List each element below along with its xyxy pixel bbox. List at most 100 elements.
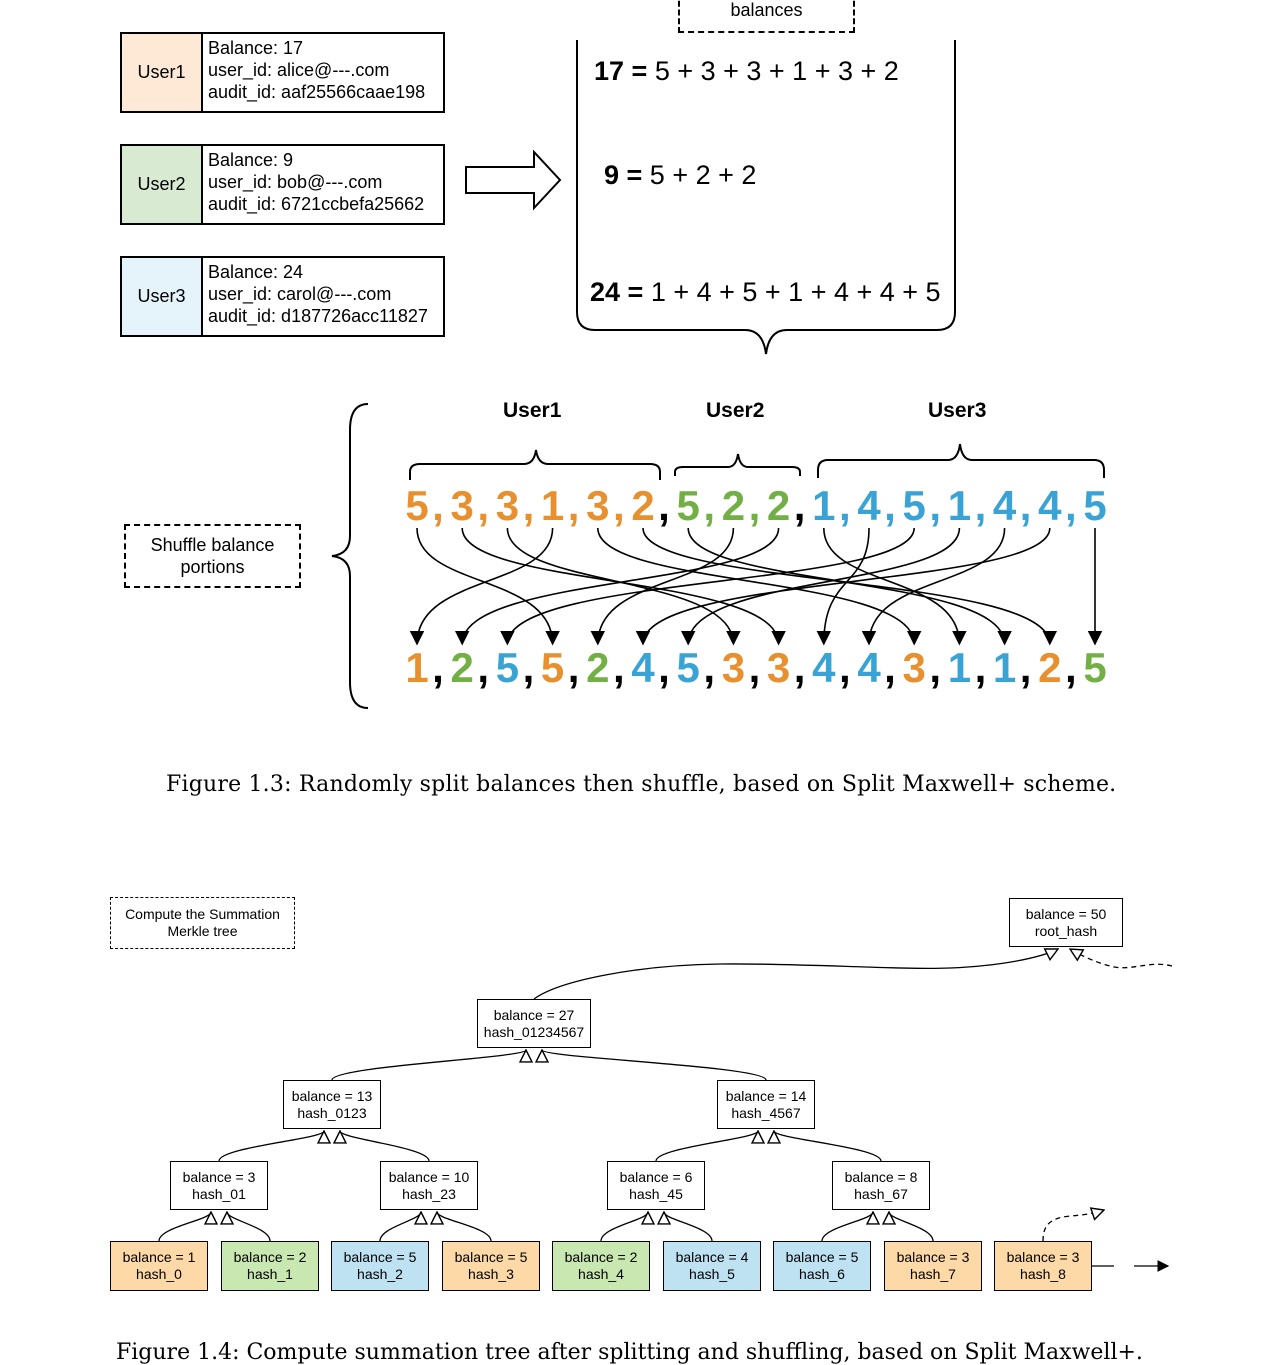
portion-separator: , (929, 482, 941, 529)
shuffle-arrow (597, 527, 922, 646)
portion-separator: , (432, 644, 444, 691)
portion-separator: , (703, 482, 715, 529)
node-hash: hash_45 (629, 1185, 683, 1202)
user2-split-equation: 9 = 5 + 2 + 2 (604, 160, 756, 191)
leaf-balance: balance = 5 (785, 1249, 859, 1265)
split-portion-value: 3 (496, 482, 519, 529)
node-balance: balance = 8 (844, 1168, 918, 1185)
node-hash-0123: balance = 13 hash_0123 (283, 1080, 381, 1129)
shuffled-portion-value: 4 (857, 644, 881, 691)
leaf-hash: hash_6 (799, 1266, 845, 1282)
shuffle-arrow (635, 527, 1051, 646)
tree-edge (655, 1131, 758, 1162)
shuffle-arrow (500, 527, 915, 646)
user1-split-equation: 17 = 5 + 3 + 3 + 1 + 3 + 2 (594, 56, 899, 87)
user3-record: User3 Balance: 24 user_id: carol@---.com… (120, 256, 445, 337)
user2-label: User2 (137, 174, 186, 194)
tree-edge (600, 1212, 648, 1242)
user3-total: 24 = (590, 277, 644, 307)
portion-separator: , (884, 644, 896, 691)
group-header-user1: User1 (503, 399, 562, 422)
tree-edge (437, 1212, 492, 1242)
split-portion-value: 5 (1083, 482, 1106, 529)
leaf-hash: hash_2 (357, 1266, 403, 1282)
portion-separator: , (1020, 482, 1032, 529)
shuffled-portion-value: 5 (496, 644, 519, 691)
shuffled-portion-value: 1 (405, 644, 428, 691)
split-portion-value: 3 (451, 482, 474, 529)
shuffled-portion-value: 2 (1038, 644, 1061, 691)
shuffled-portion-value: 3 (903, 644, 926, 691)
tree-edge (664, 1212, 713, 1242)
shuffle-arrow (681, 527, 961, 646)
portion-separator: , (523, 644, 535, 691)
shuffle-diagram: 5,3,3,1,3,2,5,2,2,1,4,5,1,4,4,51,2,5,5,2… (405, 482, 1106, 691)
node-balance: balance = 6 (619, 1168, 693, 1185)
split-portion-value: 1 (948, 482, 971, 529)
shuffle-label: Shuffle balance portions (150, 535, 275, 577)
shuffle-label-box: Shuffle balance portions (124, 524, 301, 588)
group-header-user3: User3 (928, 399, 987, 422)
split-portion-value: 1 (541, 482, 564, 529)
portion-separator: , (975, 482, 987, 529)
tree-edge (379, 1212, 421, 1242)
user3-id: user_id: carol@---.com (208, 284, 392, 304)
user1-total: 17 = (594, 56, 648, 86)
dashed-edge-to-root (1070, 949, 1173, 969)
user2-id: user_id: bob@---.com (208, 172, 383, 192)
user1-balance: Balance: 17 (208, 38, 304, 58)
group-braces (409, 443, 1105, 480)
leaf-balance: balance = 3 (896, 1249, 970, 1265)
tree-edge (542, 1050, 767, 1081)
node-hash: hash_23 (402, 1185, 456, 1202)
portion-separator: , (1020, 644, 1032, 691)
tree-edge (158, 1212, 211, 1242)
node-hash: hash_01 (192, 1185, 246, 1202)
tree-edge (331, 1050, 526, 1081)
node-balance: balance = 27 (493, 1006, 575, 1023)
portion-separator: , (568, 482, 580, 529)
figure-1-4-caption: Figure 1.4: Compute summation tree after… (116, 1340, 1143, 1365)
tree-edge (227, 1212, 271, 1242)
portion-separator: , (658, 482, 670, 529)
portion-separator: , (523, 482, 535, 529)
shuffled-portion-value: 5 (541, 644, 564, 691)
user2-parts: 5 + 2 + 2 (642, 160, 757, 190)
portion-separator: , (477, 644, 489, 691)
portion-separator: , (794, 482, 806, 529)
portion-separator: , (749, 644, 761, 691)
root-balance: balance = 50 (1025, 905, 1107, 922)
user3-parts: 1 + 4 + 5 + 1 + 4 + 4 + 5 (643, 277, 941, 307)
split-portion-value: 5 (677, 482, 700, 529)
node-hash-4567: balance = 14 hash_4567 (717, 1080, 815, 1129)
user2-total: 9 = (604, 160, 643, 190)
split-portion-value: 5 (903, 482, 926, 529)
tree-edge (774, 1131, 882, 1162)
user1-record: User1 Balance: 17 user_id: alice@---.com… (120, 32, 445, 113)
shuffled-portion-value: 2 (451, 644, 474, 691)
shuffled-portion-value: 5 (1083, 644, 1106, 691)
portion-separator: , (477, 482, 489, 529)
merkle-label-box: Compute the Summation Merkle tree (110, 897, 295, 949)
group-brace-user1 (409, 449, 661, 480)
portion-separator: , (568, 644, 580, 691)
user1-label-cell: User1 (122, 34, 203, 111)
leaf-hash: hash_0 (136, 1266, 182, 1282)
node-balance: balance = 3 (182, 1168, 256, 1185)
user1-label: User1 (137, 62, 186, 82)
node-hash-01234567: balance = 27 hash_01234567 (477, 999, 591, 1048)
leaf-balance: balance = 4 (675, 1249, 749, 1265)
user2-details: Balance: 9 user_id: bob@---.com audit_id… (208, 149, 424, 215)
split-portion-value: 1 (812, 482, 835, 529)
dashed-edge-from-leaf (1042, 1210, 1104, 1242)
split-portion-value: 5 (405, 482, 428, 529)
split-portion-value: 2 (767, 482, 790, 529)
leaf-balance: balance = 2 (233, 1249, 307, 1265)
shuffle-left-brace (331, 403, 369, 709)
user2-record: User2 Balance: 9 user_id: bob@---.com au… (120, 144, 445, 225)
